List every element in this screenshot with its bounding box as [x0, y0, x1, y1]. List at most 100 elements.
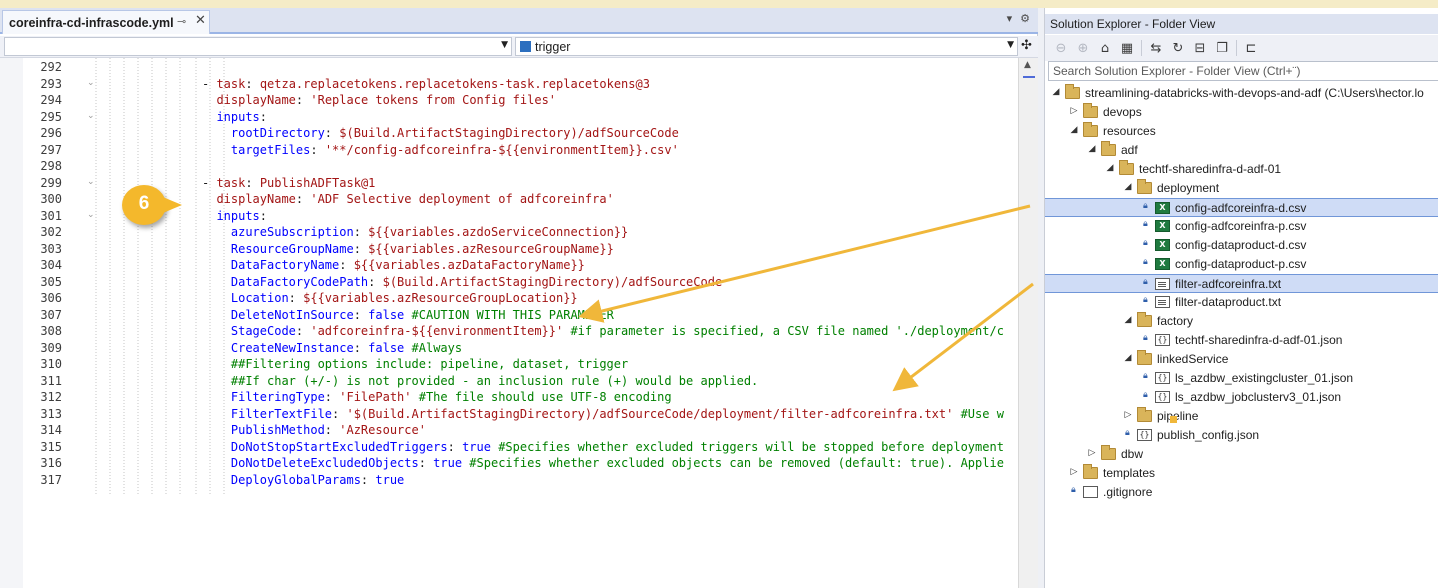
tree-item[interactable]: ◢factory	[1045, 312, 1438, 331]
expanded-arrow-icon[interactable]: ◢	[1124, 315, 1132, 325]
collapse-all-icon[interactable]: ⊟	[1194, 40, 1206, 56]
properties-icon[interactable]: ⊏	[1245, 40, 1257, 56]
code-line[interactable]: 310##Filtering options include: pipeline…	[0, 356, 1018, 373]
refresh-icon[interactable]: ↻	[1172, 40, 1184, 56]
tab-coreinfra-cd-infrascode[interactable]: coreinfra-cd-infrascode.yml ⊸ ✕	[2, 10, 210, 34]
code-line[interactable]: 295⌄inputs:	[0, 109, 1018, 126]
tree-item[interactable]: ◢linkedService	[1045, 350, 1438, 369]
tree-item[interactable]: ◢deployment	[1045, 179, 1438, 198]
code-token: FilterTextFile	[230, 406, 333, 421]
code-text: inputs:	[216, 109, 267, 126]
collapsed-arrow-icon[interactable]: ▷	[1088, 448, 1096, 458]
code-token: :	[339, 258, 354, 272]
forward-icon[interactable]: ⊕	[1077, 40, 1089, 56]
tree-item[interactable]: ▷pipeline	[1045, 407, 1438, 426]
code-line[interactable]: 301⌄inputs:	[0, 208, 1018, 225]
dropdown-icon[interactable]: ▾	[1006, 12, 1013, 25]
expanded-arrow-icon[interactable]: ◢	[1088, 144, 1096, 154]
tree-item[interactable]: ◢resources	[1045, 122, 1438, 141]
expanded-arrow-icon[interactable]: ◢	[1124, 353, 1132, 363]
code-line[interactable]: 299⌄- task: PublishADFTask@1	[0, 175, 1018, 192]
sync-icon[interactable]: ⇆	[1150, 40, 1162, 56]
code-token: DataFactoryName	[230, 258, 340, 272]
member-dropdown[interactable]: trigger ▼	[515, 37, 1018, 56]
scroll-up-icon[interactable]: ▲	[1024, 60, 1031, 70]
back-icon[interactable]: ⊖	[1055, 40, 1067, 56]
collapsed-arrow-icon[interactable]: ▷	[1070, 467, 1078, 477]
close-icon[interactable]: ✕	[195, 13, 206, 28]
pin-icon[interactable]: ⊸	[177, 15, 187, 28]
tree-item-label: publish_config.json	[1157, 428, 1260, 442]
tree-item[interactable]: 🔒︎filter-adfcoreinfra.txt	[1045, 274, 1438, 293]
fold-chevron-icon[interactable]: ⌄	[87, 209, 95, 220]
tree-item[interactable]: 🔒︎{}ls_azdbw_jobclusterv3_01.json	[1045, 388, 1438, 407]
vertical-scrollbar[interactable]: ▲	[1018, 58, 1038, 588]
code-line[interactable]: 292	[0, 59, 1018, 76]
fold-chevron-icon[interactable]: ⌄	[87, 77, 95, 88]
expanded-arrow-icon[interactable]: ◢	[1124, 182, 1132, 192]
folder-icon	[1137, 350, 1152, 365]
split-window-icon[interactable]: ✣	[1021, 38, 1032, 53]
code-line[interactable]: 311##If char (+/-) is not provided - an …	[0, 373, 1018, 390]
tree-item[interactable]: 🔒︎{}publish_config.json	[1045, 426, 1438, 445]
collapsed-arrow-icon[interactable]: ▷	[1124, 410, 1132, 420]
tree-item[interactable]: ▷templates	[1045, 464, 1438, 483]
tree-item[interactable]: 🔒︎.gitignore	[1045, 483, 1438, 502]
line-number: 313	[40, 406, 62, 421]
fold-chevron-icon[interactable]: ⌄	[87, 110, 95, 121]
code-line[interactable]: 298	[0, 158, 1018, 175]
search-input[interactable]: Search Solution Explorer - Folder View (…	[1048, 61, 1438, 81]
tree-item-label: config-adfcoreinfra-p.csv	[1175, 219, 1307, 233]
fold-chevron-icon[interactable]: ⌄	[87, 176, 95, 187]
tree-item[interactable]: 🔒︎filter-dataproduct.txt	[1045, 293, 1438, 312]
tree-item[interactable]: ▷dbw	[1045, 445, 1438, 464]
collapsed-arrow-icon[interactable]: ▷	[1070, 106, 1078, 116]
tree-item[interactable]: ▷devops	[1045, 103, 1438, 122]
document-tab-bar: coreinfra-cd-infrascode.yml ⊸ ✕ ▾ ⚙	[0, 8, 1038, 34]
tree-item[interactable]: ◢techtf-sharedinfra-d-adf-01	[1045, 160, 1438, 179]
expanded-arrow-icon[interactable]: ◢	[1070, 125, 1078, 135]
expanded-arrow-icon[interactable]: ◢	[1052, 87, 1060, 97]
tree-item[interactable]: ◢adf	[1045, 141, 1438, 160]
line-number: 303	[40, 241, 62, 256]
show-all-files-icon[interactable]: ❐	[1216, 40, 1228, 56]
code-token: #if parameter is specified, a CSV file n…	[570, 324, 1004, 338]
switch-views-icon[interactable]: ▦	[1120, 40, 1134, 56]
chevron-down-icon: ▼	[1007, 40, 1014, 50]
scrollbar-thumb[interactable]	[1023, 76, 1035, 78]
tree-item[interactable]: 🔒︎{}techtf-sharedinfra-d-adf-01.json	[1045, 331, 1438, 350]
scope-dropdown[interactable]: ▼	[4, 37, 512, 56]
code-token: #Use w	[960, 406, 1004, 421]
expanded-arrow-icon[interactable]: ◢	[1106, 163, 1114, 173]
code-line[interactable]: 293⌄- task: qetza.replacetokens.replacet…	[0, 76, 1018, 93]
line-number: 311	[40, 373, 62, 388]
gear-icon[interactable]: ⚙	[1020, 12, 1030, 25]
code-token: $(Build.ArtifactStagingDirectory)/adfSou…	[339, 126, 679, 140]
tree-item[interactable]: 🔒︎{}ls_azdbw_existingcluster_01.json	[1045, 369, 1438, 388]
home-icon[interactable]: ⌂	[1100, 40, 1110, 56]
tree-item[interactable]: ◢streamlining-databricks-with-devops-and…	[1045, 84, 1438, 103]
